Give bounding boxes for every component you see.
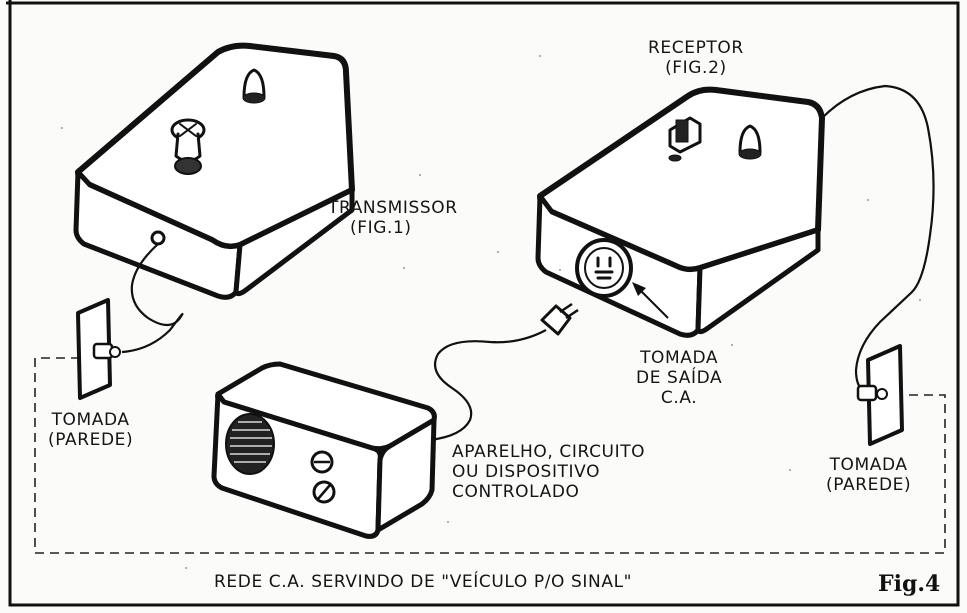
transmitter-box (73, 42, 355, 300)
rede-caption: REDE C.A. SERVINDO DE "VEÍCULO P/O SINAL… (214, 572, 633, 592)
aparelho-label: APARELHO, CIRCUITO OU DISPOSITIVO CONTRO… (452, 442, 645, 502)
figure-tag: Fig.4 (878, 571, 941, 597)
aparelho-line-1: APARELHO, CIRCUITO (452, 442, 646, 462)
tomada-right-line-1: TOMADA (829, 455, 908, 475)
tomada-right-line-2: (PAREDE) (826, 475, 912, 495)
transmitter-cable (121, 243, 184, 354)
receiver-plug (540, 302, 579, 336)
transmissor-title: TRANSMISSOR (328, 198, 458, 218)
receiver-side-face (695, 227, 821, 335)
tomada-left-line-2: (PAREDE) (48, 430, 134, 450)
tomada-left-line-1: TOMADA (51, 410, 130, 430)
controlled-device (211, 361, 437, 539)
right-wall-outlet (856, 344, 904, 446)
tomada-parede-right-label: TOMADA (PAREDE) (826, 455, 911, 495)
receptor-label: RECEPTOR (FIG.2) (648, 38, 744, 78)
device-cable (429, 329, 547, 442)
device-side-face (375, 417, 437, 533)
tomada-saida-line-1: TOMADA (640, 348, 719, 368)
transmissor-label: TRANSMISSOR (FIG.1) (328, 198, 458, 238)
receptor-title: RECEPTOR (648, 38, 744, 58)
receiver-box (535, 86, 825, 338)
ac-mains-dashed-line (34, 357, 946, 554)
paper-speckles (61, 55, 921, 569)
tomada-saida-line-3: C.A. (660, 388, 698, 408)
receptor-fig-ref: (FIG.2) (665, 58, 727, 78)
transmissor-fig-ref: (FIG.1) (350, 218, 412, 238)
outer-frame (6, 1, 960, 607)
tomada-saida-label: TOMADA DE SAÍDA C.A. (636, 348, 722, 408)
tomada-saida-line-2: DE SAÍDA (636, 368, 723, 388)
aparelho-line-2: OU DISPOSITIVO (452, 462, 601, 482)
transmitter-side-face (233, 187, 355, 297)
aparelho-line-3: CONTROLADO (452, 482, 580, 502)
receiver-cable (821, 84, 935, 394)
left-wall-outlet (76, 298, 121, 400)
tomada-parede-left-label: TOMADA (PAREDE) (48, 410, 133, 450)
